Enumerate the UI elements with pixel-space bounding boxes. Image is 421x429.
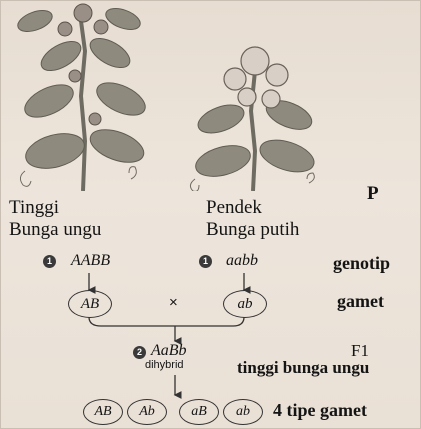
generation-label-p: P (367, 183, 379, 205)
plant-tall-purple-icon (5, 1, 155, 191)
plant-short-white-icon (177, 1, 327, 191)
step-number-badge: 1 (43, 255, 56, 268)
f1-gamete: aB (179, 399, 219, 425)
f1-dihybrid-note: dihybrid (145, 359, 184, 371)
row-label-gamete: gamet (337, 291, 384, 312)
right-parent-flower: Bunga putih (206, 219, 299, 241)
step-number-badge: 2 (133, 346, 146, 359)
gamete-type-count-label: 4 tipe gamet (273, 400, 367, 421)
step-number-badge: 1 (199, 255, 212, 268)
right-parent-height: Pendek (206, 197, 262, 219)
f1-gamete: AB (83, 399, 123, 425)
f1-gamete: Ab (127, 399, 167, 425)
left-parent-genotype: AABB (71, 252, 110, 270)
cross-join-line (89, 317, 244, 326)
row-label-genotype: genotip (333, 253, 390, 274)
f1-gamete: ab (223, 399, 263, 425)
left-parent-height: Tinggi (9, 197, 59, 219)
left-parent-flower: Bunga ungu (9, 219, 101, 241)
left-parent-gamete: AB (68, 290, 112, 318)
cross-symbol: × (169, 294, 178, 311)
f1-phenotype: tinggi bunga ungu (237, 358, 369, 378)
f1-genotype: AaBb (151, 342, 187, 360)
right-parent-gamete: ab (223, 290, 267, 318)
right-parent-genotype: aabb (226, 252, 258, 270)
